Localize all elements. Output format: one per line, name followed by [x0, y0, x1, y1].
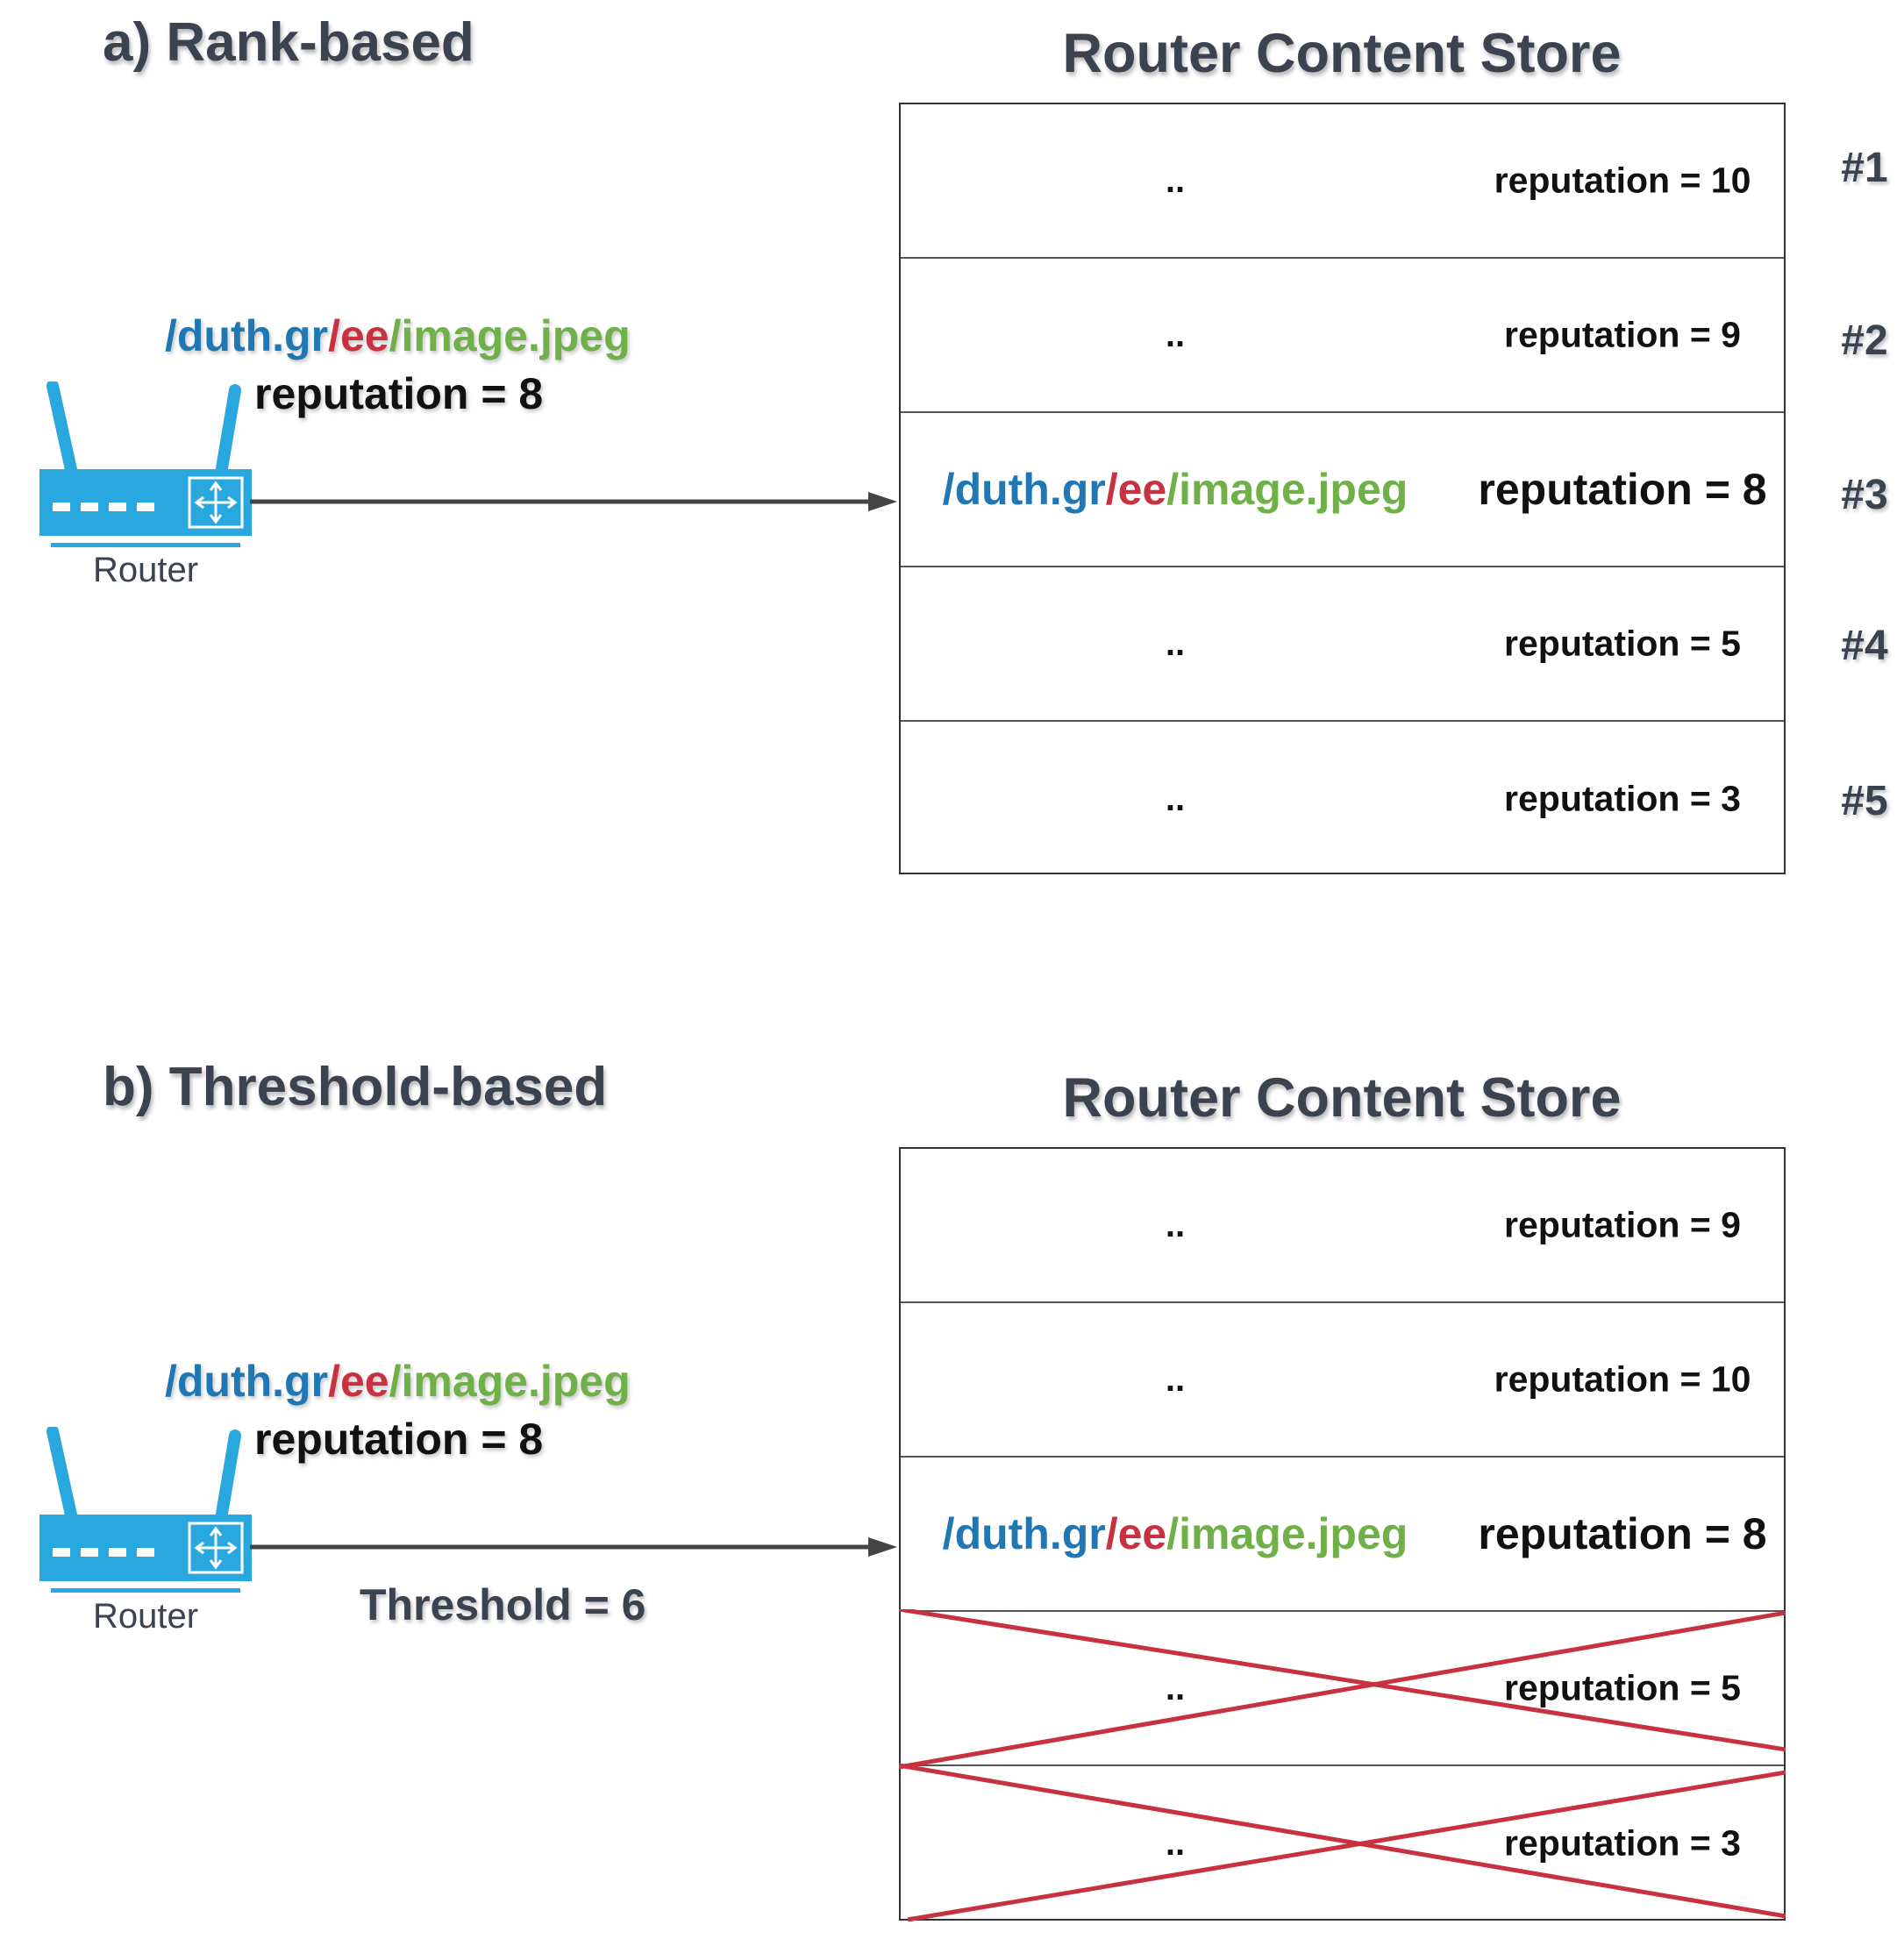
panel-b-store-title: Router Content Store: [1062, 1067, 1622, 1129]
inserted-content-name: /duth.gr/ee/image.jpeg: [943, 1512, 1408, 1556]
content-reputation: reputation = 9: [1504, 314, 1741, 355]
arrow-right-icon: [250, 1537, 897, 1557]
store-row-inserted: /duth.gr/ee/image.jpeg reputation = 8: [901, 1458, 1784, 1612]
file-segment: /image.jpeg: [389, 1357, 631, 1406]
file-segment: /image.jpeg: [389, 311, 631, 360]
panel-a-incoming-reputation: reputation = 8: [254, 369, 544, 418]
content-reputation: reputation = 10: [1494, 1358, 1751, 1400]
content-name: ..: [1165, 161, 1186, 200]
file-segment: /image.jpeg: [1166, 1509, 1408, 1558]
content-reputation: reputation = 10: [1494, 160, 1751, 201]
inserted-content-name: /duth.gr/ee/image.jpeg: [943, 467, 1408, 511]
panel-a-router-label: Router: [92, 551, 199, 589]
content-reputation: reputation = 3: [1504, 1822, 1741, 1864]
path-segment: /ee: [1105, 465, 1167, 514]
store-row: .. reputation = 9: [901, 1149, 1784, 1303]
content-name: ..: [1165, 1206, 1186, 1244]
router-icon: [39, 1427, 252, 1593]
rank-label: #1: [1841, 145, 1888, 191]
store-row-inserted: /duth.gr/ee/image.jpeg reputation = 8: [901, 413, 1784, 567]
domain-segment: /duth.gr: [165, 1357, 329, 1406]
rank-label: #2: [1841, 317, 1888, 364]
threshold-label: Threshold = 6: [360, 1580, 646, 1629]
panel-a-store-title: Router Content Store: [1062, 23, 1622, 84]
panel-a-incoming-name: /duth.gr/ee/image.jpeg: [165, 314, 631, 358]
domain-segment: /duth.gr: [942, 465, 1106, 514]
rank-label: #4: [1841, 623, 1888, 669]
content-reputation: reputation = 5: [1504, 1667, 1741, 1708]
content-name: ..: [1165, 624, 1186, 663]
panel-a-content-store: .. reputation = 10 .. reputation = 9 /du…: [899, 103, 1786, 874]
domain-segment: /duth.gr: [942, 1509, 1106, 1558]
domain-segment: /duth.gr: [165, 311, 329, 360]
content-name: ..: [1165, 316, 1186, 354]
content-reputation: reputation = 8: [1478, 465, 1767, 514]
content-reputation: reputation = 9: [1504, 1204, 1741, 1245]
store-row: .. reputation = 3: [901, 722, 1784, 876]
content-name: ..: [1165, 1824, 1186, 1863]
panel-a-title: a) Rank-based: [103, 12, 474, 73]
content-name: ..: [1165, 1360, 1186, 1399]
store-row: .. reputation = 9: [901, 259, 1784, 413]
store-row: .. reputation = 5: [901, 567, 1784, 722]
store-row: .. reputation = 10: [901, 1303, 1784, 1458]
path-segment: /ee: [328, 311, 389, 360]
rank-label: #5: [1841, 778, 1888, 824]
panel-b-router-label: Router: [92, 1597, 199, 1636]
content-reputation: reputation = 8: [1478, 1509, 1767, 1558]
file-segment: /image.jpeg: [1166, 465, 1408, 514]
router-icon: [39, 381, 252, 547]
content-name: ..: [1165, 780, 1186, 818]
arrow-right-icon: [250, 492, 897, 511]
content-reputation: reputation = 5: [1504, 623, 1741, 664]
panel-b-incoming-name: /duth.gr/ee/image.jpeg: [165, 1359, 631, 1403]
store-row: .. reputation = 10: [901, 104, 1784, 259]
panel-b-incoming-reputation: reputation = 8: [254, 1415, 544, 1464]
panel-b-content-store: .. reputation = 9 .. reputation = 10 /du…: [899, 1147, 1786, 1921]
rank-label: #3: [1841, 472, 1888, 518]
path-segment: /ee: [328, 1357, 389, 1406]
content-name: ..: [1165, 1669, 1186, 1707]
panel-b-title: b) Threshold-based: [103, 1057, 608, 1117]
store-row-evicted: .. reputation = 5: [901, 1612, 1784, 1766]
path-segment: /ee: [1105, 1509, 1167, 1558]
content-reputation: reputation = 3: [1504, 778, 1741, 819]
store-row-evicted: .. reputation = 3: [901, 1766, 1784, 1921]
